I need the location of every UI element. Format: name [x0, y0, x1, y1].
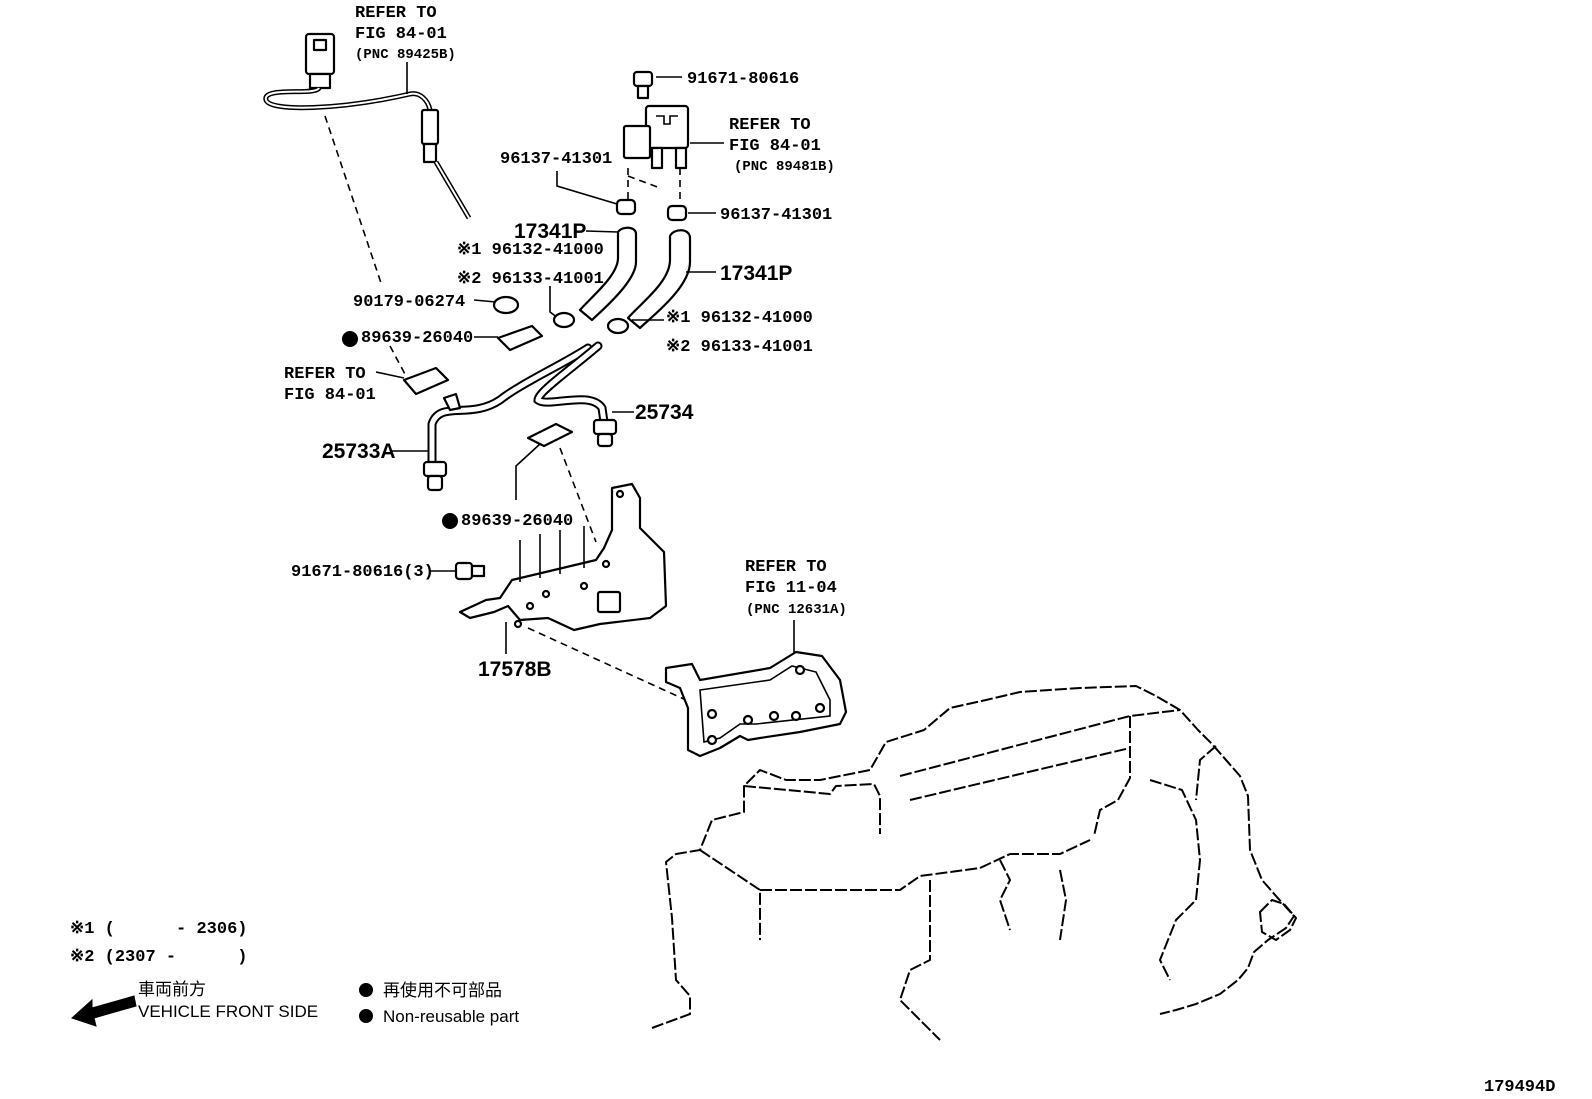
legend-dot-en: [359, 1009, 373, 1023]
clip-left-icon: [615, 198, 637, 216]
ref-left-line2: FIG 84-01: [284, 386, 376, 405]
label-clamp-right-1: ※1 96132-41000: [666, 309, 813, 328]
ref-bracket-line2: FIG 11-04: [745, 579, 837, 598]
ref-label-bracket: REFER TO FIG 11-04 (PNC 12631A): [745, 558, 847, 618]
label-bolt-top: 91671-80616: [687, 70, 799, 89]
label-gasket-lower: 89639-26040: [461, 512, 573, 531]
label-clip-90179: 90179-06274: [353, 293, 465, 312]
label-pipe-left: 25733A: [322, 440, 396, 463]
label-pipe-right: 25734: [635, 401, 694, 424]
ref-left-line1: REFER TO: [284, 365, 366, 384]
engine-bracket-12631a: [664, 650, 848, 758]
legend-note-1: ※1 ( - 2306): [70, 920, 247, 939]
legend-front-jp: 車両前方: [138, 980, 206, 1000]
legend-note-2: ※2 (2307 - ): [70, 948, 247, 967]
ref-sensor-line2: FIG 84-01: [729, 137, 821, 156]
clip-90179-icon: [492, 295, 520, 315]
ref-top-line3: (PNC 89425B): [355, 47, 456, 63]
exhaust-temp-sensor: [263, 32, 472, 220]
arrow-left-icon: [71, 995, 137, 1027]
pipe-25734: [533, 341, 618, 448]
ref-label-sensor: REFER TO FIG 84-01 (PNC 89481B): [729, 116, 835, 175]
pipe-25733a: [422, 343, 593, 492]
bracket-17578b: [458, 482, 668, 632]
ref-bracket-line3: (PNC 12631A): [746, 602, 847, 618]
clip-right-icon: [666, 204, 688, 222]
label-hose-right: 17341P: [720, 262, 792, 285]
legend: ※1 ( - 2306) ※2 (2307 - ) 車両前方 VEHICLE F…: [70, 920, 519, 1027]
pressure-sensor: [622, 104, 690, 170]
label-bolt-bracket: 91671-80616(3): [291, 563, 434, 582]
flange-left-icon: [402, 366, 450, 396]
legend-nonreuse-en: Non-reusable part: [383, 1007, 519, 1026]
ref-top-line2: FIG 84-01: [355, 25, 447, 44]
legend-front-en: VEHICLE FRONT SIDE: [138, 1002, 318, 1021]
label-clamp-left-1: ※1 96132-41000: [457, 241, 604, 260]
label-hose-left: 17341P: [514, 220, 586, 243]
bolt-bracket-icon: [454, 561, 486, 581]
non-reusable-mark-lower: [442, 513, 458, 529]
ref-sensor-line3: (PNC 89481B): [734, 159, 835, 175]
ref-top-line1: REFER TO: [355, 4, 437, 23]
ref-sensor-line1: REFER TO: [729, 116, 811, 135]
label-clip-right: 96137-41301: [720, 206, 832, 225]
engine-block-outline: [651, 685, 1297, 1041]
hose-left: [578, 226, 638, 322]
label-gasket-upper: 89639-26040: [361, 329, 473, 348]
bolt-top-icon: [632, 70, 654, 100]
label-bracket: 17578B: [478, 658, 552, 681]
gasket-lower-icon: [526, 422, 574, 448]
legend-dot-jp: [359, 983, 373, 997]
legend-nonreuse-jp: 再使用不可部品: [383, 980, 502, 1001]
label-clamp-right-2: ※2 96133-41001: [666, 338, 813, 357]
ref-label-top: REFER TO FIG 84-01 (PNC 89425B): [355, 4, 456, 63]
gasket-upper-icon: [496, 324, 544, 352]
clamp-left-icon: [552, 311, 576, 329]
label-clamp-left-2: ※2 96133-41001: [457, 270, 604, 289]
label-clip-left: 96137-41301: [500, 150, 612, 169]
non-reusable-mark-upper: [342, 331, 358, 347]
hose-right: [626, 229, 692, 330]
clamp-right-icon: [606, 317, 630, 335]
ref-bracket-line1: REFER TO: [745, 558, 827, 577]
ref-label-left: REFER TO FIG 84-01: [284, 365, 376, 405]
figure-code: 179494D: [1484, 1078, 1555, 1097]
